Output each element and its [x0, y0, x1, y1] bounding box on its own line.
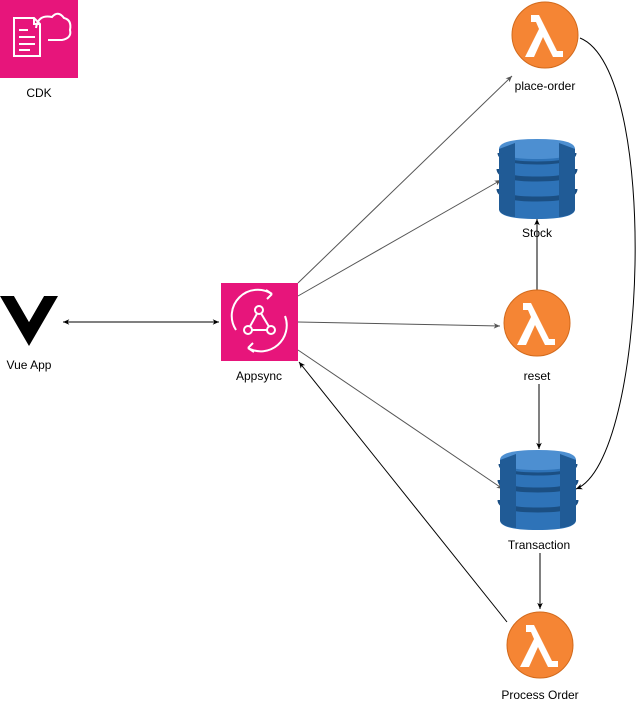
dynamodb-icon [500, 450, 576, 530]
process-order-label: Process Order [501, 688, 578, 702]
edge-appsync-reset [297, 321, 501, 329]
lambda-icon [511, 1, 579, 69]
stock-node[interactable]: Stock [499, 139, 575, 240]
dynamodb-icon [499, 139, 575, 219]
edges-layer [63, 37, 636, 623]
edge-appsync-stock [297, 179, 502, 297]
lambda-icon [506, 611, 574, 679]
stock-label: Stock [522, 226, 553, 240]
reset-node[interactable]: reset [503, 289, 571, 383]
edge-appsync-transaction [297, 349, 504, 490]
process-order-node[interactable]: Process Order [501, 611, 579, 702]
edge-appsync-place-order [297, 75, 513, 284]
place-order-label: place-order [515, 79, 576, 93]
vue-logo-icon [0, 296, 58, 346]
place-order-node[interactable]: place-order [511, 1, 579, 93]
vue-app-node[interactable]: Vue App [0, 296, 58, 372]
appsync-icon [221, 283, 298, 361]
cdk-label: CDK [26, 86, 51, 100]
cdk-icon [0, 0, 78, 78]
reset-label: reset [524, 369, 551, 383]
transaction-label: Transaction [508, 538, 570, 552]
appsync-node[interactable]: Appsync [221, 283, 298, 383]
transaction-node[interactable]: Transaction [500, 450, 576, 552]
edge-place-order-transaction [575, 37, 636, 490]
vue-app-label: Vue App [7, 358, 52, 372]
appsync-label: Appsync [236, 369, 282, 383]
cdk-node[interactable]: CDK [0, 0, 78, 100]
edge-process-order-appsync [298, 361, 508, 623]
lambda-icon [503, 289, 571, 357]
